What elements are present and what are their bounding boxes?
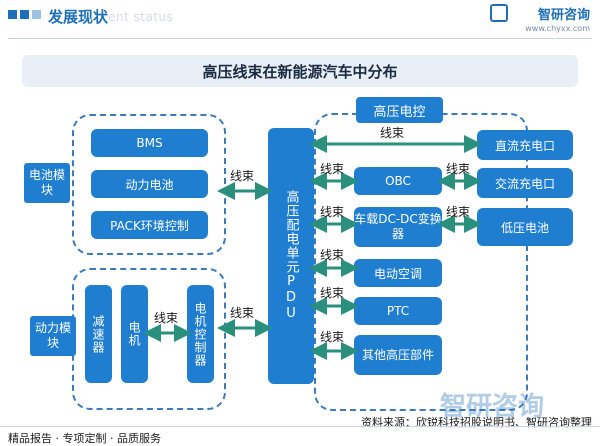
connector-label-ptc: 线束 — [320, 286, 345, 300]
header-title: 发展现状 — [48, 8, 109, 26]
ac-charging-port-box: 交流充电口 — [477, 168, 573, 198]
obc-box: OBC — [354, 167, 442, 195]
connector-label-lv-battery: 线束 — [446, 205, 471, 219]
dc-charging-port-box: 直流充电口 — [477, 130, 573, 160]
hv-control-label: 高压电控 — [356, 97, 443, 123]
connector-label-other: 线束 — [320, 330, 345, 344]
bms-box: BMS — [91, 129, 208, 157]
footer-watermark: 智研咨询 — [440, 392, 545, 422]
brand-logo-icon — [490, 4, 508, 22]
footer-tagline: 精品报告 · 专项定制 · 品质服务 — [8, 432, 161, 445]
ptc-box: PTC — [354, 297, 442, 325]
electric-ac-box: 电动空调 — [354, 259, 442, 287]
header-square-1 — [8, 10, 17, 19]
power-module-label: 动力模块 — [30, 316, 76, 356]
other-hv-parts-box: 其他高压部件 — [354, 335, 442, 375]
header-square-2 — [20, 10, 29, 19]
connector-label-obc: 线束 — [320, 162, 345, 176]
connector-label-dcdc: 线束 — [320, 205, 345, 219]
diagram-title: 高压线束在新能源汽车中分布 — [22, 55, 578, 87]
reducer-box: 减速器 — [85, 285, 112, 383]
footer-divider — [0, 426, 600, 427]
connector-label-dc-port: 线束 — [380, 126, 405, 140]
header-square-3 — [32, 10, 41, 19]
battery-module-label: 电池模块 — [24, 163, 70, 203]
connector-label-ac-port: 线束 — [446, 162, 471, 176]
low-voltage-battery-box: 低压电池 — [477, 208, 573, 246]
connector-label-motor: 线束 — [154, 311, 179, 325]
power-battery-box: 动力电池 — [91, 170, 208, 198]
dcdc-converter-box: 车载DC-DC变换器 — [354, 207, 442, 247]
brand-name: 智研咨询 — [537, 8, 590, 23]
footer-source: 资料来源：欣锐科技招股说明书、智研咨询整理 — [361, 416, 592, 429]
pack-env-control-box: PACK环境控制 — [91, 211, 208, 239]
header-divider — [8, 38, 592, 39]
header-subtitle: ent status — [108, 10, 174, 24]
connector-label-ac: 线束 — [320, 248, 345, 262]
brand-url: www.chyxx.com — [525, 24, 590, 33]
connector-label-power: 线束 — [230, 306, 255, 320]
pdu-box: 高压配电单元PDU — [268, 128, 314, 384]
connector-label-battery: 线束 — [230, 169, 255, 183]
